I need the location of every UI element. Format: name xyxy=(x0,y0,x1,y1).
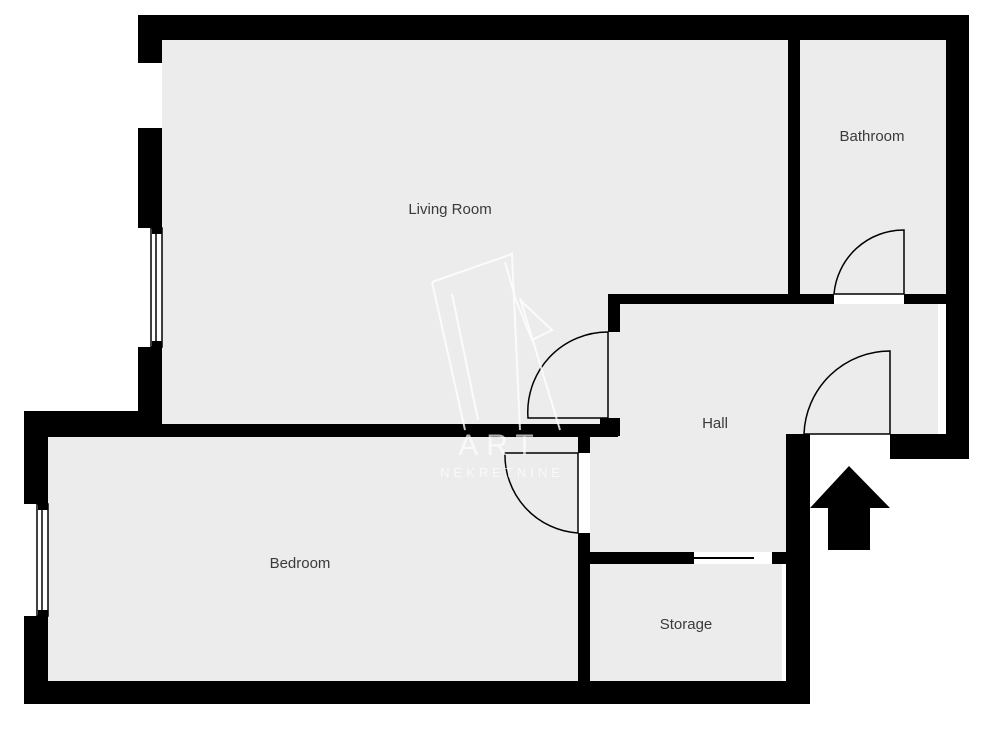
storage-floor xyxy=(590,564,782,681)
wall-living-bottom-stub xyxy=(600,418,620,436)
wall-top xyxy=(138,15,969,40)
wall-living-bottom xyxy=(138,424,618,437)
wall-hall-bottom-right xyxy=(890,434,969,459)
watermark-line2: NEKRETNINE xyxy=(440,465,564,480)
wall-storage-top-stub xyxy=(772,552,786,564)
label-bathroom: Bathroom xyxy=(839,128,904,145)
label-bedroom: Bedroom xyxy=(270,555,331,572)
watermark: ART NEKRETNINE xyxy=(431,252,564,480)
wall-bottom xyxy=(24,681,810,704)
wall-bath-bottom-right xyxy=(904,294,946,304)
label-hall: Hall xyxy=(702,415,728,432)
wall-storage-top xyxy=(590,552,694,564)
bedroom-floor xyxy=(48,437,578,681)
arrow-up-icon xyxy=(810,466,890,550)
doors xyxy=(504,229,905,534)
wall-bedroom-left-top xyxy=(24,411,48,504)
walls xyxy=(24,15,969,704)
wall-bedroom-right xyxy=(578,533,590,681)
floors xyxy=(48,40,946,681)
wall-bedroom-right-top xyxy=(578,437,590,453)
living-room-door xyxy=(527,331,609,419)
wall-bath-divider xyxy=(788,40,800,304)
wall-living-left-top xyxy=(138,15,162,63)
wall-bath-bottom-left xyxy=(608,294,834,304)
wall-hall-right-low xyxy=(786,434,810,704)
entrance-door xyxy=(803,350,891,435)
label-living-room: Living Room xyxy=(408,201,491,218)
wall-living-left-mid xyxy=(138,128,162,228)
watermark-line1: ART xyxy=(458,429,541,462)
wall-hall-left xyxy=(608,294,620,332)
bathroom-door xyxy=(833,229,905,295)
bedroom-door xyxy=(504,452,579,534)
label-storage: Storage xyxy=(660,616,713,633)
hall-lower-floor xyxy=(590,420,786,552)
wall-right xyxy=(946,15,969,459)
